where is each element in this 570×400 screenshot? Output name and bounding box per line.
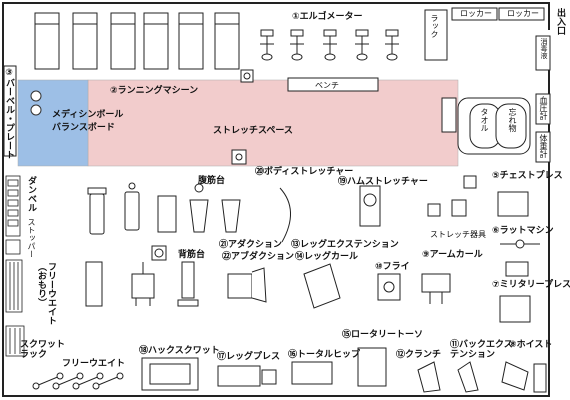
stretch-space-area	[87, 79, 459, 167]
dumbbell-rack	[5, 175, 25, 357]
label-hack-squat: ⑱ハックスクワット	[139, 346, 220, 356]
label-entrance: 出入口	[555, 8, 565, 35]
label-dumbbell: ダンベル	[26, 176, 36, 212]
label-sanitizer: 消毒液	[540, 38, 548, 59]
medicine-ball-2	[30, 104, 42, 116]
label-stretch-space: ストレッチスペース	[213, 126, 293, 136]
label-stretch-tools: ストレッチ器具	[430, 230, 486, 239]
bench	[287, 77, 379, 92]
free-weight-bars	[32, 372, 124, 390]
rack	[424, 9, 448, 61]
label-barbell-plate: ③バーベル・プレート	[4, 68, 14, 159]
label-chest-press: ⑤チェストプレス	[492, 171, 563, 181]
label-arm-curl: ⑨アームカール	[422, 250, 483, 260]
label-ham-stretcher: ⑲ハムストレッチャー	[338, 177, 428, 187]
label-balance-board: バランスボード	[52, 123, 115, 133]
label-towel: タオル	[480, 108, 489, 132]
lost-items-table	[495, 103, 527, 149]
label-back-bench: 背筋台	[178, 250, 206, 260]
label-adduction: ㉑アダクション	[219, 240, 283, 250]
label-locker-2: ロッカー	[507, 9, 539, 18]
small-table	[441, 97, 457, 133]
body-comp-box	[535, 131, 551, 163]
label-blood-pressure: 血圧計	[539, 96, 548, 120]
label-crunch: ⑫クランチ	[396, 350, 442, 360]
blood-pressure-box	[535, 93, 551, 125]
label-squat-rack: スクワット ラック	[20, 340, 66, 360]
sanitizer-box	[535, 35, 551, 71]
label-hoist: ⑧ホイスト	[509, 340, 553, 350]
label-lost-items: 忘れ物	[508, 108, 517, 132]
label-fly: ⑩フライ	[375, 262, 410, 272]
label-body-stretcher: ⑳ボディストレッチャー	[255, 167, 354, 177]
label-running-machine: ②ランニングマシーン	[110, 86, 199, 96]
label-military-press: ⑦ミリタリープレス	[492, 280, 570, 290]
label-free-weight-weights: フリーウエイト （おもり）	[36, 262, 56, 325]
bottom-machines	[141, 347, 547, 393]
label-free-weight: フリーウエイト	[62, 359, 126, 369]
label-leg-press: ⑰レッグプレス	[217, 352, 281, 362]
label-leg-curl: ⑭レッグカール	[295, 252, 359, 262]
running-machines	[34, 12, 240, 70]
medicine-ball-1	[30, 90, 42, 102]
locker-2	[498, 7, 545, 21]
label-body-comp: 体重計	[539, 134, 548, 158]
label-abdominal-bench: 腹筋台	[198, 176, 226, 186]
label-lat-machine: ⑥ラットマシン	[492, 226, 554, 236]
label-rack: ラック	[430, 14, 439, 38]
label-total-hip: ⑯トータルヒップ	[288, 350, 361, 360]
label-stopper: ストッパー	[27, 218, 36, 258]
label-medicine-ball: メディシンボール	[52, 110, 124, 120]
label-leg-extension: ⑬レッグエクステンション	[291, 240, 399, 250]
label-back-extension: ⑪バックエクス テンション	[450, 340, 513, 360]
barbell-rack	[3, 65, 17, 157]
label-ergometer: ①エルゴメーター	[292, 12, 363, 22]
label-rotary-torso: ⑮ロータリートーソ	[342, 330, 424, 340]
locker-1	[451, 7, 498, 21]
ergometers	[260, 29, 399, 61]
ergometer-side-box-dot	[243, 72, 251, 80]
center-machines	[85, 175, 540, 323]
fan-box-dot	[235, 153, 243, 161]
label-locker-1: ロッカー	[460, 9, 492, 18]
label-abduction: ㉒アブダクション	[222, 252, 295, 262]
label-bench: ベンチ	[315, 81, 339, 90]
medicine-area	[17, 79, 89, 167]
